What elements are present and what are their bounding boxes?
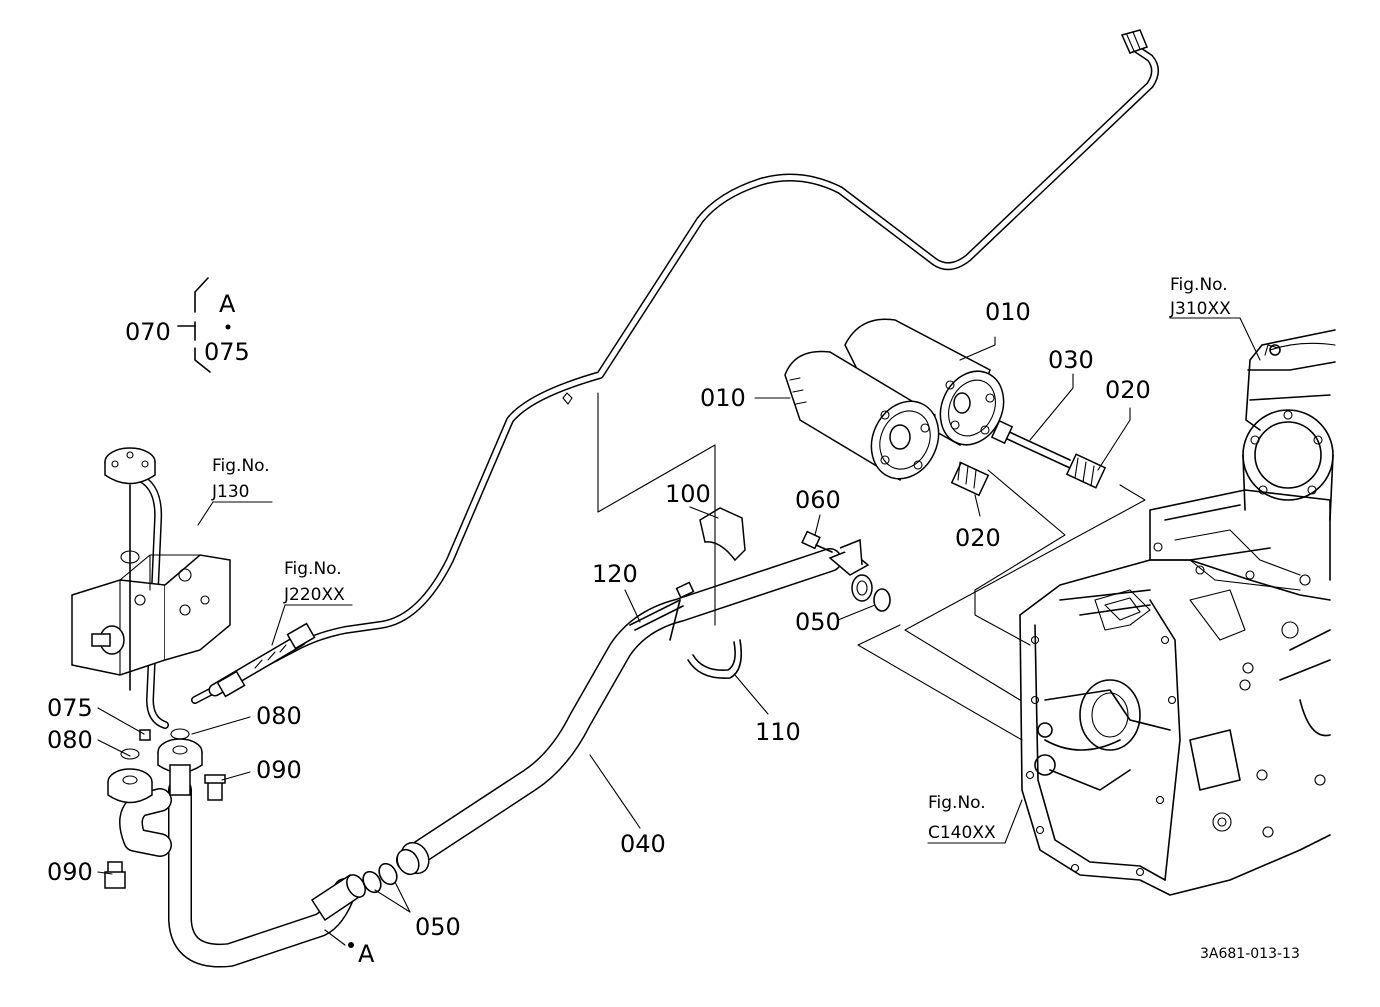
hydraulic-pump	[71, 447, 231, 729]
end-dot	[348, 942, 354, 948]
callout-110: 110	[755, 718, 801, 746]
fig-ref-j130-number: J130	[211, 482, 249, 502]
callout-080-left: 080	[47, 726, 93, 754]
callout-050-low: 050	[415, 913, 461, 941]
drawing-code: 3A681-013-13	[1200, 946, 1300, 962]
o-ring-050-mid	[873, 588, 891, 612]
suction-pipe	[119, 778, 366, 968]
group-letter-a: A	[219, 290, 236, 318]
callout-120: 120	[592, 560, 638, 588]
callout-010-top: 010	[985, 298, 1031, 326]
group-dot	[225, 324, 231, 330]
band-110	[687, 639, 743, 679]
fig-ref-c140-title: Fig.No.	[928, 793, 986, 813]
callout-100: 100	[665, 480, 711, 508]
callout-010-left: 010	[700, 384, 746, 412]
callout-020-low: 020	[955, 524, 1001, 552]
flange-parts	[104, 728, 226, 889]
callout-075-group: 075	[204, 338, 250, 366]
return-pipe-040	[396, 538, 873, 876]
fig-ref-c140-number: C140XX	[928, 823, 996, 843]
callout-020-right: 020	[1105, 376, 1151, 404]
fig-ref-j310-title: Fig.No.	[1170, 275, 1228, 295]
end-letter-a: A	[358, 940, 375, 968]
fig-ref-j220-number: J220XX	[283, 585, 345, 605]
leader-lines	[97, 277, 1261, 946]
filter-adapters	[950, 419, 1107, 497]
delivery-pipe	[191, 29, 1159, 704]
bolt-060	[801, 530, 833, 553]
callout-labels: 010 010 030 020 020 060 050 100 120 110 …	[47, 290, 1151, 968]
oil-filters	[784, 318, 1005, 482]
figure-references: Fig.No. J130 Fig.No. J220XX Fig.No. J310…	[211, 275, 1231, 843]
transmission-case-drawing	[1019, 329, 1336, 896]
cable-120	[629, 581, 695, 641]
callout-050-mid: 050	[795, 608, 841, 636]
clamp-100	[699, 507, 746, 562]
callout-090-right: 090	[256, 756, 302, 784]
callout-090-left: 090	[47, 858, 93, 886]
callout-030: 030	[1048, 346, 1094, 374]
callout-040: 040	[620, 830, 666, 858]
hose-j220	[208, 622, 316, 698]
callout-080-right: 080	[256, 702, 302, 730]
fig-ref-j310-number: J310XX	[1169, 299, 1231, 319]
callout-075-left: 075	[47, 694, 93, 722]
callout-070: 070	[125, 318, 171, 346]
callout-060: 060	[795, 486, 841, 514]
fig-ref-j220-title: Fig.No.	[284, 559, 342, 579]
fig-ref-j130-title: Fig.No.	[212, 456, 270, 476]
